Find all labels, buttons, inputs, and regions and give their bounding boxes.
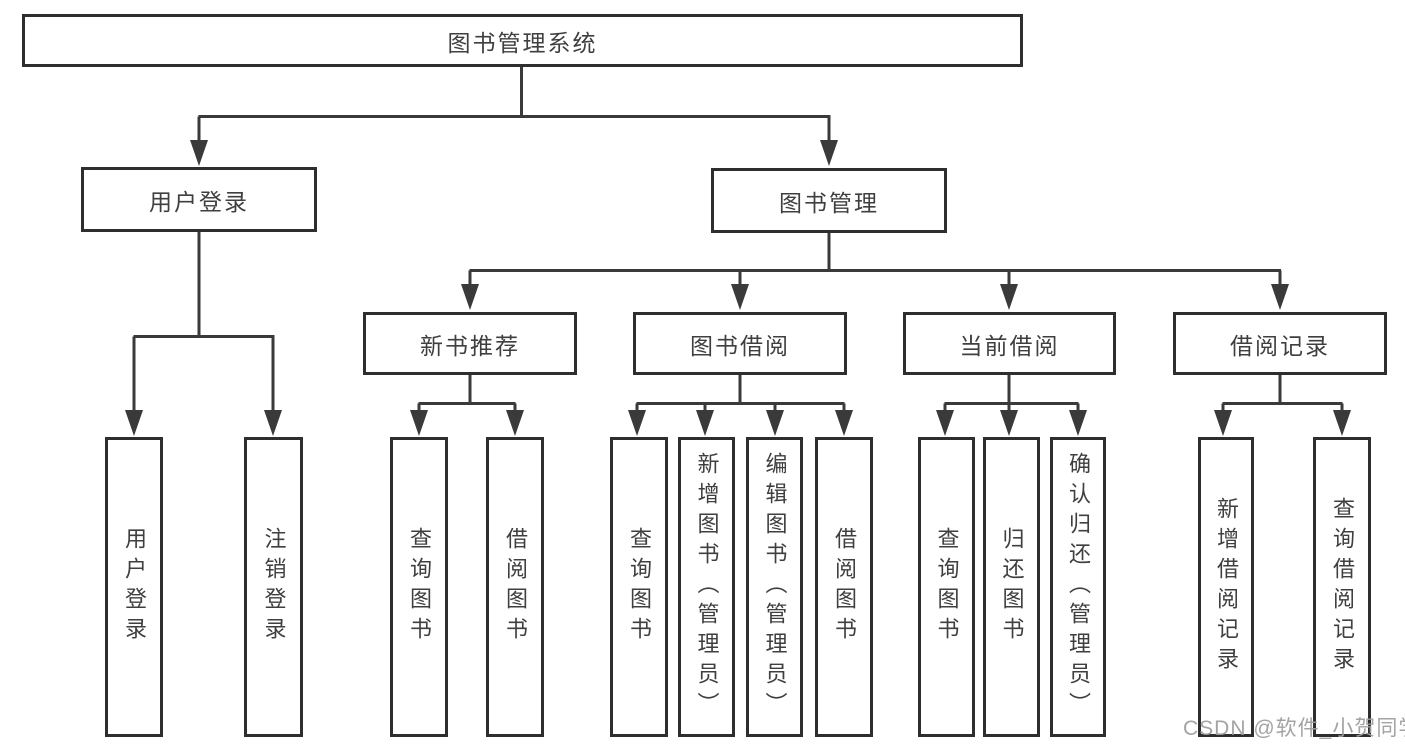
node-add-borrow-record: 新增借阅记录: [1198, 437, 1254, 737]
node-label: 用户登录: [149, 188, 249, 215]
node-label: 新增借阅记录: [1214, 497, 1239, 677]
node-label: 新增图书（管理员）: [694, 452, 720, 722]
node-label: 查询借阅记录: [1330, 497, 1355, 677]
node-book-borrowing: 图书借阅: [633, 312, 847, 375]
node-label: 查询图书: [934, 527, 960, 647]
node-logout: 注销登录: [244, 437, 303, 737]
node-confirm-return-admin: 确认归还（管理员）: [1050, 437, 1106, 737]
node-borrowing-records: 借阅记录: [1173, 312, 1387, 375]
node-user-login-leaf: 用户登录: [105, 437, 163, 737]
node-borrow-books-borrow: 借阅图书: [815, 437, 873, 737]
node-query-books-borrow: 查询图书: [610, 437, 668, 737]
node-label: 查询图书: [627, 527, 652, 647]
node-query-books-recommend: 查询图书: [390, 437, 448, 737]
node-user-login: 用户登录: [81, 167, 317, 232]
node-label: 图书管理系统: [447, 29, 598, 56]
node-label: 用户登录: [122, 527, 147, 647]
node-label: 借阅图书: [503, 527, 528, 647]
node-query-borrow-record: 查询借阅记录: [1313, 437, 1371, 737]
node-library-management-system: 图书管理系统: [22, 14, 1023, 67]
node-label: 归还图书: [999, 527, 1025, 647]
node-label: 当前借阅: [959, 332, 1060, 359]
node-label: 注销登录: [261, 527, 287, 647]
node-label: 确认归还（管理员）: [1066, 452, 1091, 722]
node-label: 图书管理: [779, 189, 879, 216]
node-edit-books-admin: 编辑图书（管理员）: [746, 437, 803, 737]
node-new-book-recommend: 新书推荐: [363, 312, 577, 375]
csdn-watermark: CSDN @软件_小贺同学: [1183, 717, 1405, 740]
node-query-books-current: 查询图书: [918, 437, 975, 737]
node-book-management: 图书管理: [711, 168, 947, 233]
node-label: 查询图书: [407, 527, 432, 647]
node-label: 借阅记录: [1230, 332, 1330, 359]
node-return-books: 归还图书: [983, 437, 1040, 737]
node-label: 图书借阅: [690, 332, 790, 359]
node-label: 新书推荐: [420, 332, 520, 359]
node-current-borrowing: 当前借阅: [903, 312, 1116, 375]
node-label: 编辑图书（管理员）: [762, 452, 788, 722]
node-label: 借阅图书: [832, 527, 857, 647]
node-borrow-books-recommend: 借阅图书: [486, 437, 544, 737]
node-add-books-admin: 新增图书（管理员）: [678, 437, 735, 737]
